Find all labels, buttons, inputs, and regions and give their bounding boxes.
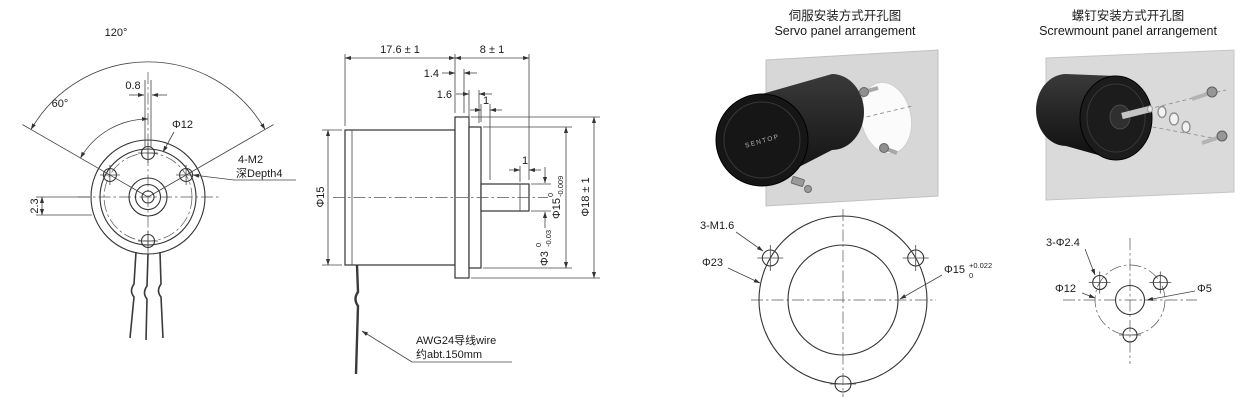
front-notch-dim: 0.8	[125, 80, 167, 148]
side-wire	[354, 264, 360, 375]
wire-note-line2: 约abt.150mm	[416, 348, 482, 361]
servo-bottom-screw	[790, 176, 812, 193]
boss-thickness-label: 1.6	[437, 89, 452, 101]
step-length-label: 1	[483, 95, 489, 107]
servo-pattern-center-hole	[787, 244, 899, 356]
mount-holes-depth-label: 深Depth4	[236, 167, 282, 180]
servo-thread-holes-label: 3-M1.6	[700, 220, 734, 232]
servo-motor-face	[715, 93, 809, 187]
servo-pattern-center-hole-note: Φ15 +0.022 0	[899, 261, 992, 300]
front-hub-circle	[128, 177, 168, 217]
front-mount-holes-note: 4-M2 深Depth4	[192, 154, 296, 181]
flange-dia-label: Φ18 ± 1	[580, 177, 592, 216]
servo-motor-face-rim	[723, 101, 801, 179]
servo-bolt-circle-label: Φ23	[702, 257, 723, 269]
servo-pattern-bolt-circle-note: Φ23	[702, 257, 761, 284]
screw-pattern-center-hole-note: Φ5	[1146, 283, 1212, 301]
servo-screw-side	[879, 143, 898, 155]
servo-title-en: Servo panel arrangement	[774, 24, 916, 38]
angle-60-label: 60°	[52, 98, 69, 110]
offset-dim-label: 2.3	[29, 198, 41, 213]
screw-bolt-circle-label: Φ12	[1055, 283, 1076, 295]
body-length-label: 17.6 ± 1	[380, 44, 420, 56]
flange-thickness-label: 1.4	[424, 68, 439, 80]
screw-pattern-clearance-note: 3-Φ2.4	[1046, 237, 1096, 276]
notch-width-label: 0.8	[125, 80, 140, 92]
servo-hole-pattern: 3-M1.6 Φ23 Φ15 +0.022 0	[700, 209, 992, 397]
bolt-circle-label: Φ12	[172, 119, 193, 131]
screw-fastener-bottom	[1201, 130, 1228, 145]
screw-clearance-holes-label: 3-Φ2.4	[1046, 237, 1080, 249]
shaft-dia-tol-upper: 0	[534, 243, 543, 247]
dim-shaft-dia: Φ3 0 -0.03	[531, 167, 553, 266]
front-angle-dims: 120° 60°	[30, 27, 266, 159]
front-hub-inner-circle	[134, 183, 162, 211]
servo-center-hole-label: Φ15	[944, 264, 965, 276]
front-view: 120° 60° 0.8 2.3 Φ12 4-M2 深Depth4	[22, 27, 296, 341]
dim-body-length: 17.6 ± 1 8 ± 1	[344, 44, 530, 180]
side-view: 17.6 ± 1 8 ± 1 1.4 1.6 1 1	[315, 44, 600, 375]
servo-screw-top	[859, 86, 879, 97]
screw-motor-face-rim	[1086, 83, 1146, 153]
boss-dia-tol-upper: 0	[546, 193, 555, 197]
mount-holes-label: 4-M2	[238, 154, 263, 166]
screw-washers	[1157, 105, 1191, 134]
shaft-dia-label: Φ3	[539, 251, 551, 266]
wire-note: AWG24导线wire 约abt.150mm	[361, 330, 512, 363]
screwmount-render-3d	[1036, 49, 1235, 201]
screw-pattern-center-hole	[1114, 284, 1146, 316]
screw-pattern-holes	[1088, 271, 1172, 343]
screw-title-zh: 螺钉安装方式开孔图	[1072, 8, 1185, 23]
shaft-tip-label: 1	[522, 155, 528, 167]
radial-line-150	[22, 124, 149, 198]
screw-motor-shaft-end	[1147, 105, 1153, 113]
screw-hole-pattern: 3-Φ2.4 Φ12 Φ5	[1046, 237, 1212, 364]
wire-note-line1: AWG24导线wire	[416, 333, 496, 347]
screw-title-en: Screwmount panel arrangement	[1039, 24, 1217, 38]
angle-120-label: 120°	[105, 27, 128, 39]
servo-pattern-holes	[757, 245, 929, 393]
boss-dia-tol-lower: -0.009	[556, 176, 565, 197]
servo-pattern-thread-note: 3-M1.6	[700, 220, 764, 252]
dim-boss-dia: Φ15 0 -0.009	[483, 126, 572, 269]
front-shaft-circle	[141, 190, 155, 204]
servo-center-hole-tol-upper: +0.022	[969, 261, 992, 270]
servo-center-hole-tol-lower: 0	[969, 271, 973, 280]
body-dia-label: Φ15	[315, 186, 327, 207]
panel-titles: 伺服安装方式开孔图 Servo panel arrangement 螺钉安装方式…	[774, 8, 1217, 38]
shaft-dia-tol-lower: -0.03	[544, 230, 553, 247]
screw-fastener-top	[1191, 86, 1218, 101]
dim-boss-thickness: 1.6	[437, 89, 492, 123]
servo-render-3d: SENTOP	[715, 49, 939, 207]
radial-line-30	[147, 124, 274, 198]
front-offset-dim: 2.3	[29, 196, 92, 216]
servo-title-zh: 伺服安装方式开孔图	[789, 8, 902, 23]
front-length-label: 8 ± 1	[480, 44, 504, 56]
boss-dia-label: Φ15	[551, 198, 563, 219]
screw-center-hole-label: Φ5	[1197, 283, 1212, 295]
screw-pattern-bolt-circle-note: Φ12	[1055, 283, 1096, 299]
screw-motor-shaft	[1121, 105, 1151, 120]
dim-flange-thickness: 1.4	[424, 68, 477, 113]
dim-body-dia: Φ15	[315, 129, 342, 266]
front-wires	[129, 251, 164, 341]
front-bolt-circle-dim: Φ12	[162, 119, 193, 153]
dim-shaft-tip: 1	[509, 155, 541, 182]
dim-flange-dia: Φ18 ± 1	[471, 116, 600, 279]
screw-pattern-bolt-circle	[1094, 264, 1166, 336]
